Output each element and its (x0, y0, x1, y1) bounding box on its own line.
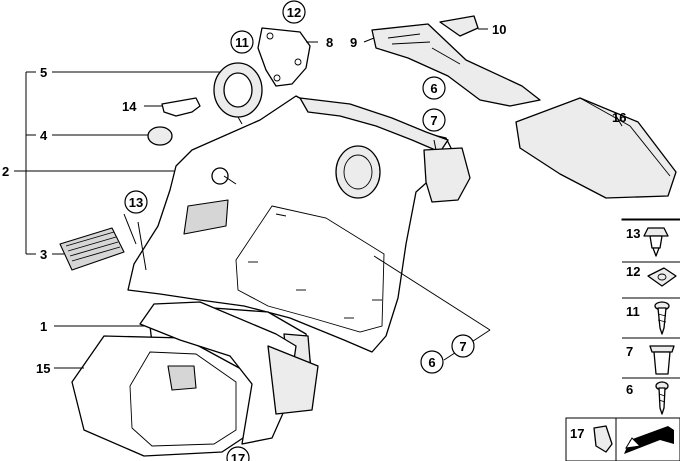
part-8-cover-plate (257, 27, 318, 87)
svg-text:11: 11 (626, 304, 640, 319)
svg-text:12: 12 (287, 5, 301, 20)
svg-text:15: 15 (36, 361, 50, 376)
callout-8: 8 (326, 35, 333, 50)
callout-1: 1 (40, 319, 47, 334)
svg-text:11: 11 (235, 35, 249, 50)
legend-item-13: 13 (626, 226, 669, 257)
part-4-cap (147, 126, 173, 146)
part-10-clip (439, 15, 488, 37)
svg-text:7: 7 (459, 339, 466, 354)
svg-text:8: 8 (326, 35, 333, 50)
part-5-grommet (213, 62, 263, 125)
callout-6-circle-mid: 6 (422, 76, 446, 100)
part-15-lower-panel (71, 335, 255, 457)
svg-text:6: 6 (428, 355, 435, 370)
callout-16: 16 (612, 110, 626, 125)
svg-text:14: 14 (122, 99, 137, 114)
svg-text:5: 5 (40, 65, 47, 80)
legend-bottom-17: 17 (565, 417, 617, 461)
svg-text:6: 6 (430, 81, 437, 96)
legend-item-7: 7 (626, 344, 675, 375)
callout-12-circle: 12 (282, 0, 306, 24)
svg-text:1: 1 (40, 319, 47, 334)
part-1-frame (139, 301, 319, 445)
callout-17-circle: 17 (226, 446, 250, 461)
callout-14: 14 (122, 99, 137, 114)
legend-bottom-arrow-icon (615, 417, 680, 461)
callout-13-circle: 13 (124, 190, 148, 214)
callout-10: 10 (492, 22, 506, 37)
callout-2: 2 (2, 164, 9, 179)
svg-text:10: 10 (492, 22, 506, 37)
part-16-lid-panel (515, 97, 677, 199)
svg-text:16: 16 (612, 110, 626, 125)
svg-text:12: 12 (626, 264, 640, 279)
callout-9: 9 (350, 35, 357, 50)
svg-text:9: 9 (350, 35, 357, 50)
svg-text:2: 2 (2, 164, 9, 179)
svg-text:7: 7 (626, 344, 633, 359)
svg-text:13: 13 (129, 195, 143, 210)
callout-7-circle-low: 7 (451, 334, 475, 358)
part-14-clip (144, 97, 201, 117)
svg-text:6: 6 (626, 382, 633, 397)
svg-text:17: 17 (231, 451, 245, 461)
bracket-group-2 (14, 71, 236, 255)
legend-item-6: 6 (626, 381, 669, 415)
callout-3: 3 (40, 247, 47, 262)
svg-text:3: 3 (40, 247, 47, 262)
legend-item-12: 12 (626, 264, 677, 287)
legend-item-11: 11 (626, 301, 670, 335)
part-3-vent-grille (59, 213, 137, 271)
callout-7-circle-mid: 7 (422, 108, 446, 132)
callout-15: 15 (36, 361, 50, 376)
svg-text:4: 4 (40, 128, 48, 143)
part-15-grille (167, 365, 197, 391)
svg-text:13: 13 (626, 226, 640, 241)
svg-text:17: 17 (570, 426, 584, 441)
callout-5: 5 (40, 65, 47, 80)
callout-11-circle: 11 (230, 30, 254, 54)
callout-6-circle-low: 6 (420, 350, 444, 374)
part-9-upper-trim (363, 23, 541, 107)
callout-4: 4 (40, 128, 48, 143)
svg-text:7: 7 (430, 113, 437, 128)
fastener-legend: 13 12 11 7 6 (621, 218, 680, 415)
